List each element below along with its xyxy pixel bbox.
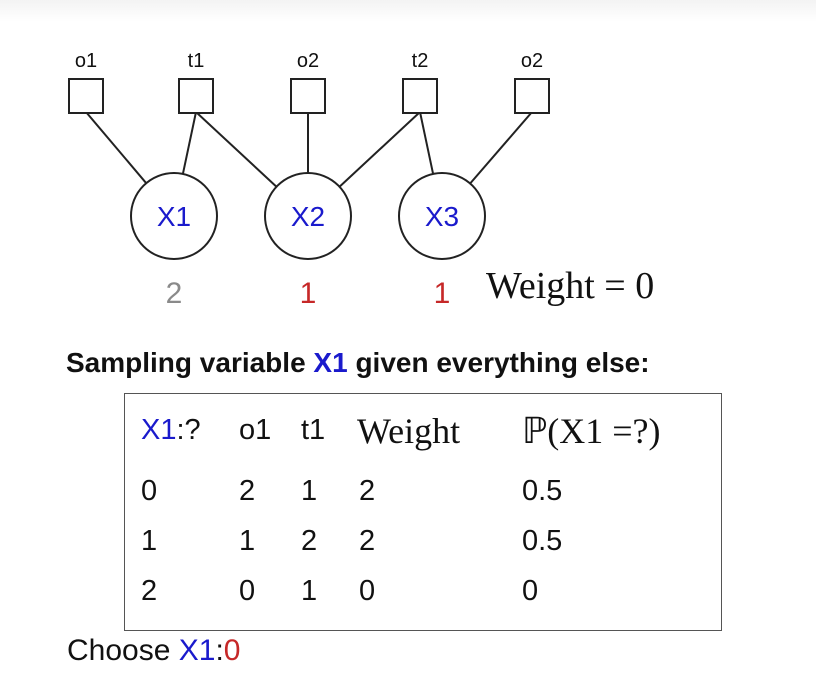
row-2-o1: 0 (239, 575, 256, 607)
weight-label: Weight = 0 (486, 265, 655, 307)
factor-node-t1 (178, 78, 214, 114)
sampling-subtitle: Sampling variable X1 given everything el… (66, 347, 650, 379)
header-probability: ℙ(X1 =?) (522, 411, 661, 451)
edge-f4-v2 (338, 111, 421, 188)
row-0-o1: 2 (239, 475, 256, 507)
edge-f1-v1 (85, 111, 147, 184)
factor-graph: o1 t1 o2 t2 o2 X1 2 X2 1 X3 1 (68, 50, 550, 310)
choose-variable: X1 (178, 634, 216, 667)
factor-node-o2 (290, 78, 326, 114)
header-o1: o1 (239, 414, 272, 446)
row-0-x1: 0 (141, 475, 158, 507)
variable-node-X1 (130, 172, 218, 260)
variable-label-X1: X1 (157, 201, 191, 232)
header-weight: Weight (357, 411, 461, 451)
factor-label-o2: o2 (297, 50, 319, 72)
row-0-prob: 0.5 (522, 475, 563, 507)
factor-label-o2: o2 (521, 50, 543, 72)
row-2-weight: 0 (359, 575, 376, 607)
factor-node-o1 (68, 78, 104, 114)
row-1-t1: 2 (301, 525, 318, 557)
factor-nodes: o1 t1 o2 t2 o2 (68, 50, 550, 114)
choose-prefix: Choose (67, 634, 179, 667)
variable-label-X3: X3 (425, 201, 459, 232)
header-variable-suffix: :? (176, 414, 201, 446)
row-0-t1: 1 (301, 475, 318, 507)
factor-label-o1: o1 (75, 50, 97, 72)
factor-node-t2 (402, 78, 438, 114)
choose-value: 0 (223, 634, 241, 667)
graph-edges (85, 111, 533, 188)
variable-value-X3: 1 (434, 277, 451, 310)
subtitle-suffix: given everything else: (347, 347, 650, 378)
variable-label-X2: X2 (291, 201, 325, 232)
edge-f5-v3 (469, 111, 533, 185)
row-1-weight: 2 (359, 525, 376, 557)
factor-label-t1: t1 (188, 50, 205, 72)
edge-f2-v1 (181, 111, 197, 175)
row-2-x1: 2 (141, 575, 158, 607)
conditional-table: X1:? o1 t1 Weight ℙ(X1 =?) 0 2 1 2 0.5 1… (124, 393, 722, 631)
row-1-x1: 1 (141, 525, 158, 557)
choose-separator: : (215, 634, 224, 667)
subtitle-prefix: Sampling variable (66, 347, 314, 378)
header-t1: t1 (301, 414, 326, 446)
row-1-prob: 0.5 (522, 525, 563, 557)
variable-node-X3 (398, 172, 486, 260)
variable-value-X2: 1 (300, 277, 317, 310)
edge-f2-v2 (195, 111, 278, 188)
factor-node-o2 (514, 78, 550, 114)
edge-f4-v3 (419, 111, 435, 175)
factor-label-t2: t2 (412, 50, 429, 72)
header-variable-name: X1 (141, 414, 177, 446)
variable-nodes: X1 2 X2 1 X3 1 (130, 172, 486, 310)
row-2-prob: 0 (522, 575, 539, 607)
row-1-o1: 1 (239, 525, 256, 557)
row-2-t1: 1 (301, 575, 318, 607)
header-variable: X1:? (141, 414, 201, 447)
choose-line: Choose X1:0 (67, 634, 240, 668)
window-top-bar (0, 0, 816, 22)
variable-node-X2 (264, 172, 352, 260)
variable-value-X1: 2 (166, 277, 183, 310)
row-0-weight: 2 (359, 475, 376, 507)
subtitle-variable: X1 (313, 347, 348, 378)
